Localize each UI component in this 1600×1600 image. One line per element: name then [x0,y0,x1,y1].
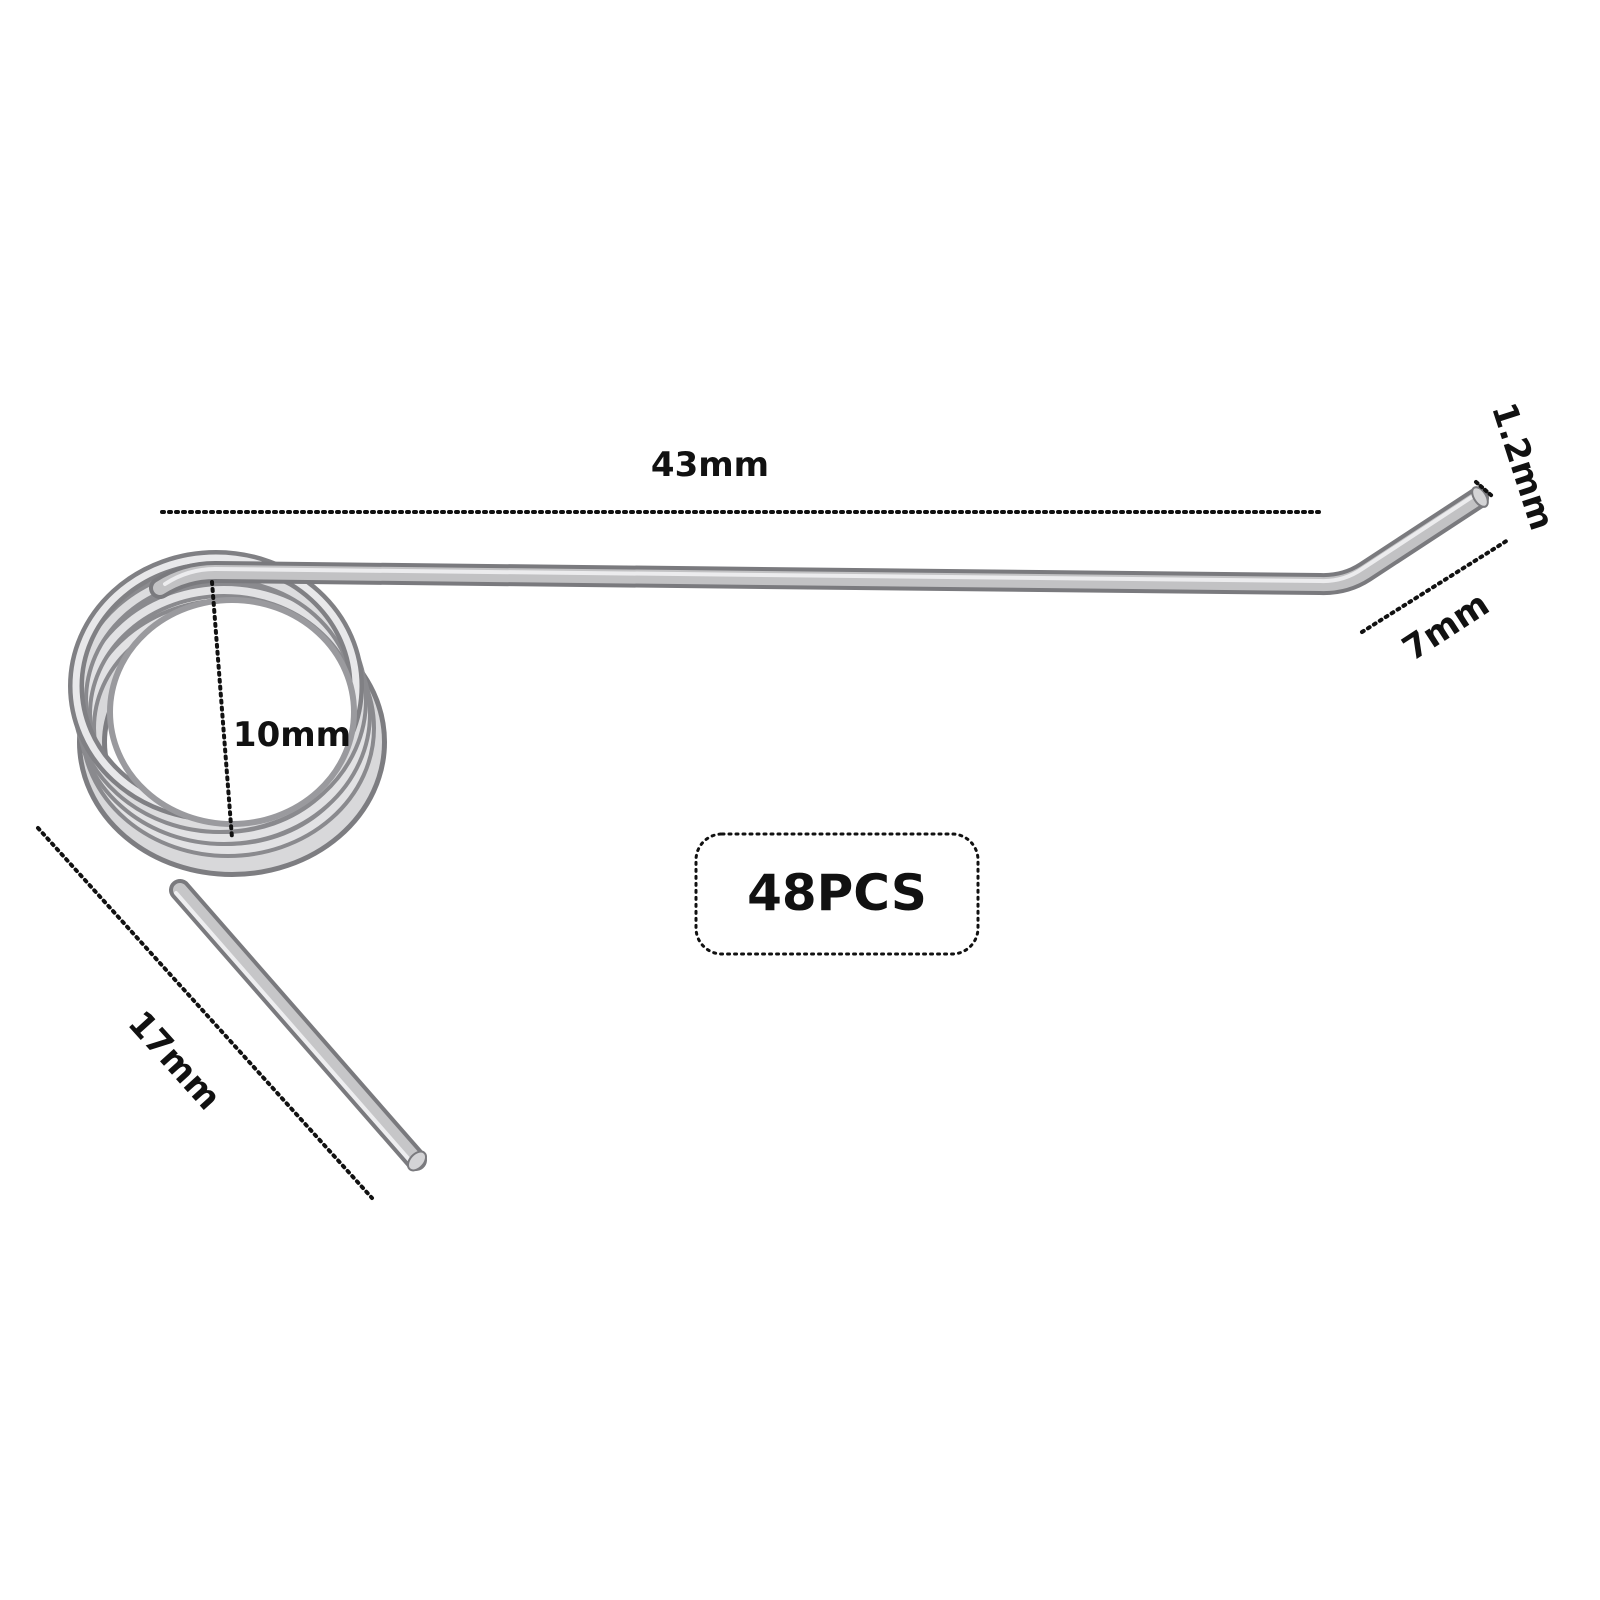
spring-coil [68,550,387,877]
dimension-lines [36,480,1510,1200]
tip-length-dimension-line [1360,538,1510,634]
coil-diameter-dimension-line [210,580,234,840]
tip-length-label: 7mm [1395,584,1496,669]
leg-tip-end [406,1150,428,1172]
arm-length-label: 43mm [651,445,769,485]
wire-diameter-label: 1.2mm [1483,398,1562,535]
arm-tip-end [1471,486,1489,508]
wire-diameter-dimension-line [1474,480,1494,498]
quantity-label: 48PCS [747,864,927,922]
quantity-badge-frame [694,832,980,956]
torsion-spring [68,486,1489,1172]
coil-diameter-label: 10mm [233,715,351,755]
leg-length-dimension-line [36,826,374,1200]
spring-leg [169,879,428,1172]
spring-arm [149,486,1489,599]
quantity-badge: 48PCS [694,832,980,956]
